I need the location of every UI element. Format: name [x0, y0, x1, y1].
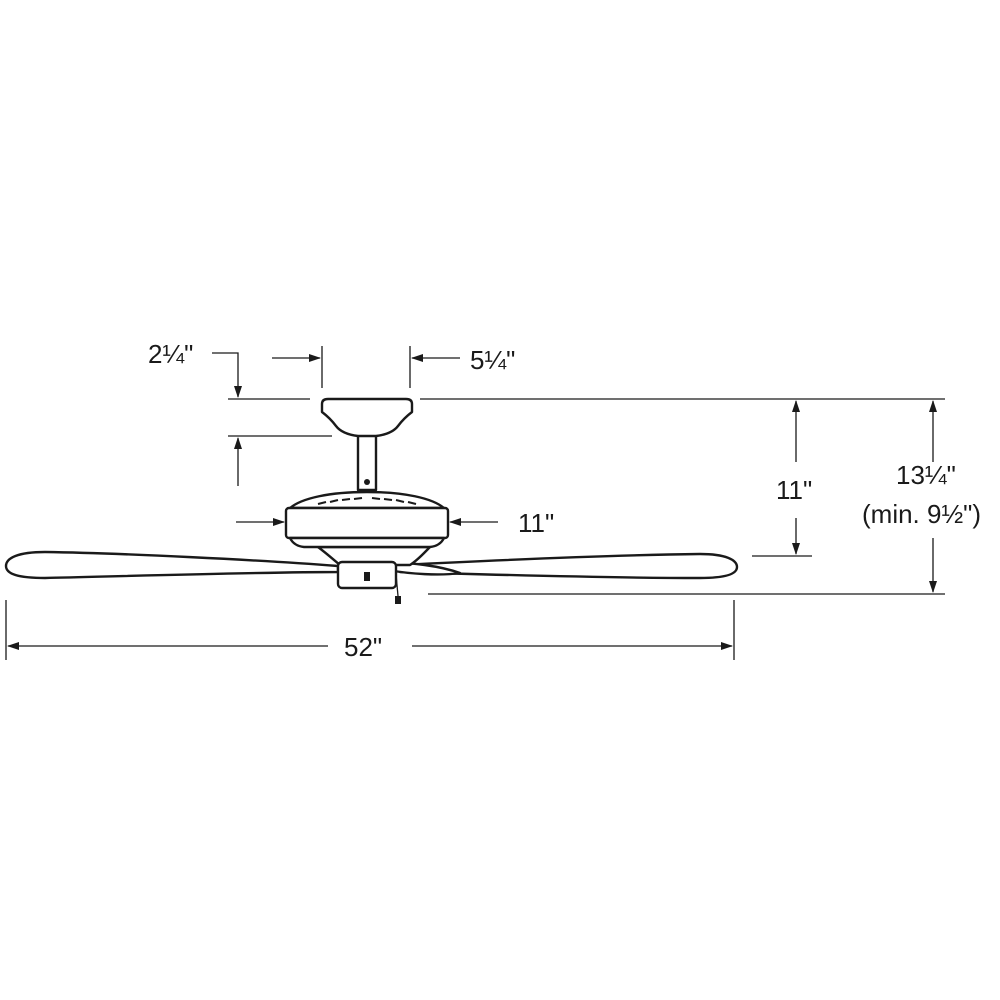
- downrod-pin: [364, 479, 370, 485]
- overall-height-min-label: (min. 9½"): [862, 499, 981, 529]
- motor-width-label: 11": [518, 508, 554, 538]
- dimension-lines: [5, 346, 945, 660]
- blade-brackets: [316, 545, 432, 567]
- switch-knob: [364, 572, 370, 581]
- motor-housing-top: [288, 490, 446, 510]
- dimension-labels: 2¼" 5¼" 11" 11" 13¼" (min. 9½") 52": [148, 339, 981, 662]
- motor-vents: [317, 497, 417, 505]
- overall-height-label: 13¼": [896, 460, 956, 490]
- canopy: [320, 397, 414, 438]
- motor-housing: [284, 506, 450, 540]
- canopy-height-label: 2¼": [148, 339, 193, 369]
- ceiling-fan-outline: [4, 397, 739, 604]
- blade-span-label: 52": [344, 632, 382, 662]
- left-blade: [4, 550, 340, 580]
- fan-height-label: 11": [776, 475, 812, 505]
- canopy-height-arrow-top: [212, 352, 242, 398]
- pull-chain-fob: [395, 596, 401, 604]
- canopy-width-label: 5¼": [470, 345, 515, 375]
- pull-chain: [395, 573, 399, 597]
- motor-housing-bottom: [288, 536, 446, 549]
- right-blade: [398, 552, 739, 580]
